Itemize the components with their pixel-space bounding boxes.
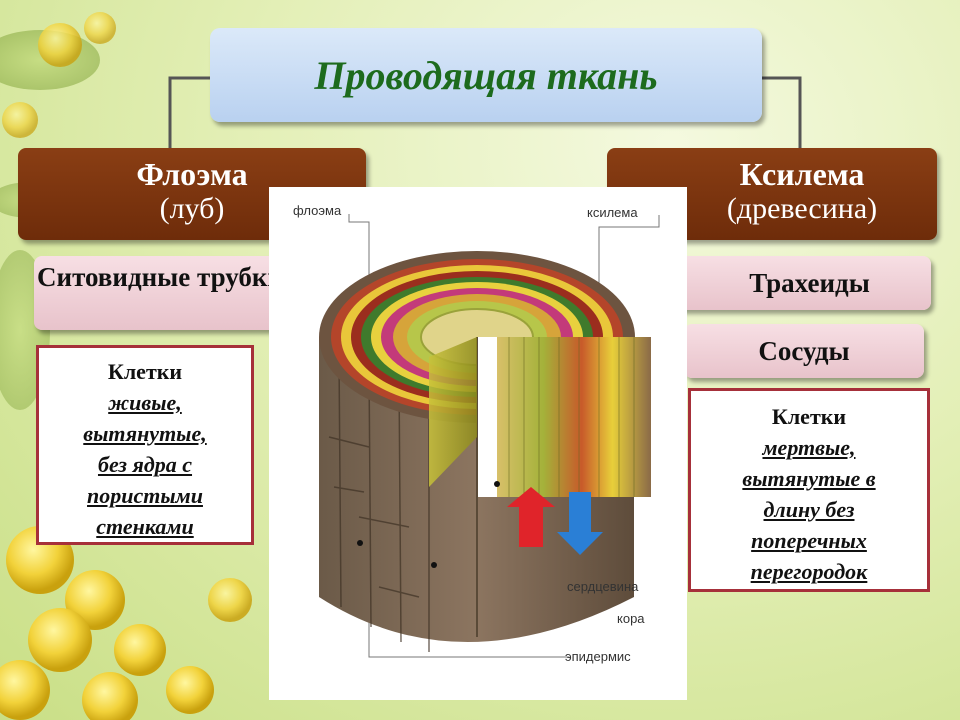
- phloem-cell-property: живые,: [108, 390, 182, 415]
- xylem-cells-intro: Клетки: [771, 404, 847, 429]
- downward-flow-arrow-icon: [557, 492, 603, 555]
- xylem-element-box: Сосуды: [684, 324, 924, 378]
- stem-illustration: [319, 214, 660, 658]
- xylem-cell-property: перегородок: [750, 559, 868, 584]
- phloem-cell-property: стенками: [96, 514, 194, 539]
- figure-label-cortex: кора: [617, 611, 645, 626]
- phloem-cells-box: Клетки живые, вытянутые, без ядра с пори…: [36, 345, 254, 545]
- xylem-cell-property: поперечных: [751, 528, 867, 553]
- phloem-cells-intro: Клетки: [107, 359, 183, 384]
- xylem-name: Ксилема: [739, 156, 865, 192]
- xylem-element-vessels: Сосуды: [758, 336, 850, 366]
- phloem-element-box: Ситовидные трубки: [34, 256, 286, 330]
- phloem-cell-property: вытянутые,: [83, 421, 207, 446]
- xylem-cell-property: длину без: [763, 497, 855, 522]
- xylem-cell-property: мертвые,: [762, 435, 856, 460]
- stem-diagram: флоэма ксилема сердцевина кора эпидермис: [269, 187, 687, 700]
- phloem-cell-property: без ядра с: [97, 452, 193, 477]
- figure-label-phloem: флоэма: [293, 203, 342, 218]
- figure-label-xylem: ксилема: [587, 205, 638, 220]
- phloem-element: Ситовидные трубки: [37, 262, 283, 292]
- phloem-name: Флоэма: [136, 156, 248, 192]
- xylem-cell-property: вытянутые в: [742, 466, 876, 491]
- upward-flow-arrow-icon: [507, 487, 555, 547]
- page-title: Проводящая ткань: [314, 52, 658, 98]
- phloem-alt-name: (луб): [159, 192, 225, 225]
- phloem-cell-property: пористыми: [87, 483, 203, 508]
- title-box: Проводящая ткань: [210, 28, 762, 122]
- figure-label-epidermis: эпидермис: [565, 649, 631, 664]
- xylem-alt-name: (древесина): [726, 192, 878, 225]
- xylem-element-box: Трахеиды: [668, 256, 931, 310]
- xylem-cells-box: Клетки мертвые, вытянутые в длину без по…: [688, 388, 930, 592]
- xylem-element-tracheids: Трахеиды: [749, 268, 870, 298]
- figure-label-pith: сердцевина: [567, 579, 639, 594]
